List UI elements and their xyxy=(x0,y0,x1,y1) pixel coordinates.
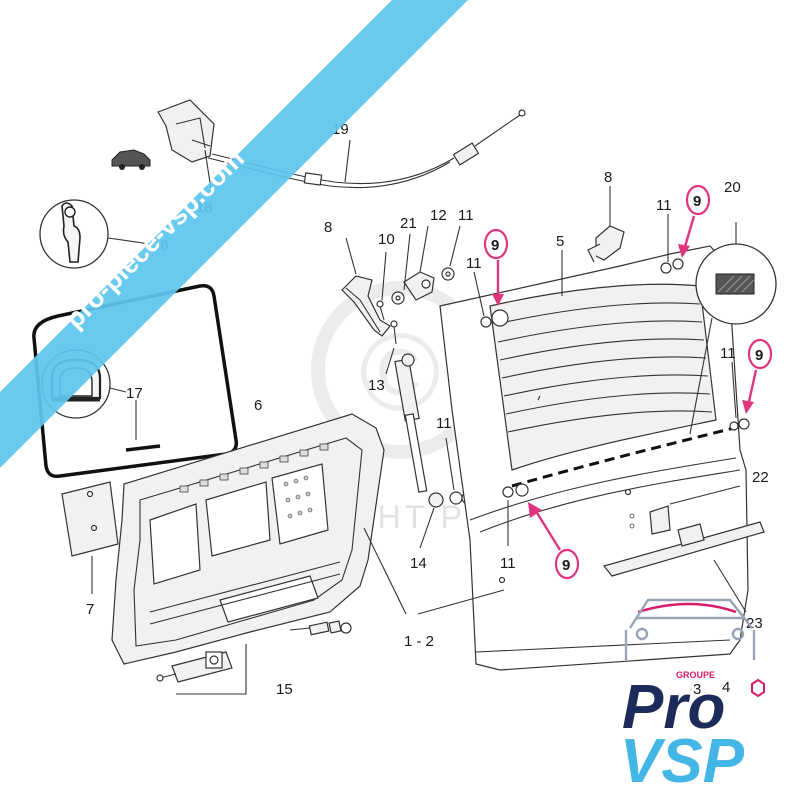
callout-11-d: 11 xyxy=(720,345,736,362)
provsp-logo: GROUPE Pro VSP xyxy=(620,598,765,796)
part-11-washers-right xyxy=(473,214,750,546)
highlight-callouts-9: 9 9 9 9 xyxy=(483,184,773,580)
callout-3: 3 xyxy=(693,681,701,698)
part-10-screw xyxy=(376,251,387,321)
callout-1-2: 1 - 2 xyxy=(404,633,434,650)
callout-8-right: 8 xyxy=(604,169,612,186)
callout-11-e: 11 xyxy=(500,555,516,572)
svg-text:9: 9 xyxy=(755,347,763,364)
svg-text:9: 9 xyxy=(491,237,499,254)
svg-text:9: 9 xyxy=(693,193,701,210)
logo-car-outline xyxy=(624,598,756,660)
callout-21: 21 xyxy=(400,215,417,232)
callout-5: 5 xyxy=(556,233,564,250)
part-5-rear-glass xyxy=(489,250,743,488)
callout-11-top: 11 xyxy=(458,207,474,224)
part-8-hinge-left xyxy=(341,237,391,337)
part-18-handle xyxy=(157,99,215,197)
callout-9-b: 9 xyxy=(678,184,711,258)
logo-vsp: VSP xyxy=(620,727,745,796)
part-20-label xyxy=(689,222,777,435)
callout-12: 12 xyxy=(430,207,447,224)
callout-11-a: 11 xyxy=(466,255,482,272)
logo-pro: Pro xyxy=(622,673,725,742)
callout-6: 6 xyxy=(254,397,262,414)
car-icon xyxy=(111,149,151,170)
part-12-bracket xyxy=(403,225,435,301)
callout-4: 4 xyxy=(722,679,730,696)
part-13-bolt xyxy=(385,320,398,375)
part-11-washer-top xyxy=(391,225,461,305)
logo-hex-icon xyxy=(751,678,765,698)
part-15-lock xyxy=(156,620,352,695)
callout-11-c: 11 xyxy=(436,415,452,432)
seal-section-16 xyxy=(39,199,151,269)
callout-15: 15 xyxy=(276,681,293,698)
callout-22: 22 xyxy=(752,469,769,486)
callout-8-left: 8 xyxy=(324,219,332,236)
callout-11-b: 11 xyxy=(656,197,672,214)
callout-23: 23 xyxy=(746,615,763,632)
callout-20: 20 xyxy=(724,179,741,196)
part-7-plate xyxy=(61,481,119,594)
callout-17: 17 xyxy=(126,385,143,402)
part-23-handle-bar xyxy=(602,521,765,613)
callout-13: 13 xyxy=(368,377,385,394)
logo-group-label: GROUPE xyxy=(676,670,715,680)
callout-14: 14 xyxy=(410,555,427,572)
part-6-trim-panel xyxy=(111,413,385,665)
callout-9-c: 9 xyxy=(742,338,773,414)
callout-9-d: 9 xyxy=(528,502,580,580)
trim-holes xyxy=(179,443,329,493)
callout-10: 10 xyxy=(378,231,395,248)
callout-9-a: 9 xyxy=(483,228,509,306)
part-14-gas-strut xyxy=(394,353,444,549)
part-8-hinge-right xyxy=(587,186,625,263)
svg-text:9: 9 xyxy=(562,557,570,574)
part-22-cap xyxy=(649,485,741,535)
callout-7: 7 xyxy=(86,601,94,618)
defrost-lines xyxy=(495,302,713,433)
